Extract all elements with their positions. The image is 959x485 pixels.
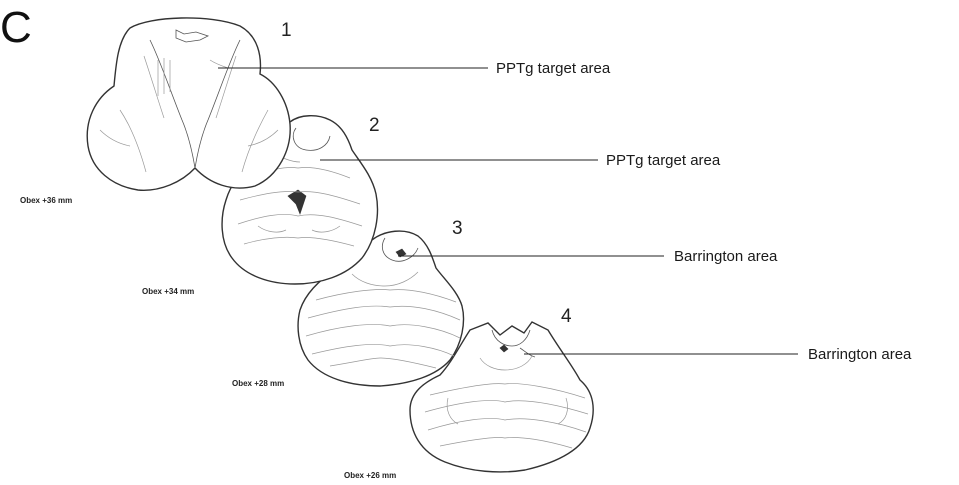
section-number-1: 1	[281, 20, 292, 41]
level-label-1: Obex +36 mm	[20, 196, 72, 205]
level-label-4: Obex +26 mm	[344, 471, 396, 480]
level-label-3: Obex +28 mm	[232, 379, 284, 388]
target-label-4: Barrington area	[808, 346, 912, 363]
panel-letter: C	[0, 3, 32, 52]
level-label-2: Obex +34 mm	[142, 287, 194, 296]
target-label-1: PPTg target area	[496, 60, 611, 77]
section-number-4: 4	[561, 306, 572, 327]
target-label-3: Barrington area	[674, 248, 778, 265]
section-number-3: 3	[452, 218, 463, 239]
section-1-drawing	[87, 18, 290, 190]
section-number-2: 2	[369, 115, 380, 136]
target-label-2: PPTg target area	[606, 152, 721, 169]
